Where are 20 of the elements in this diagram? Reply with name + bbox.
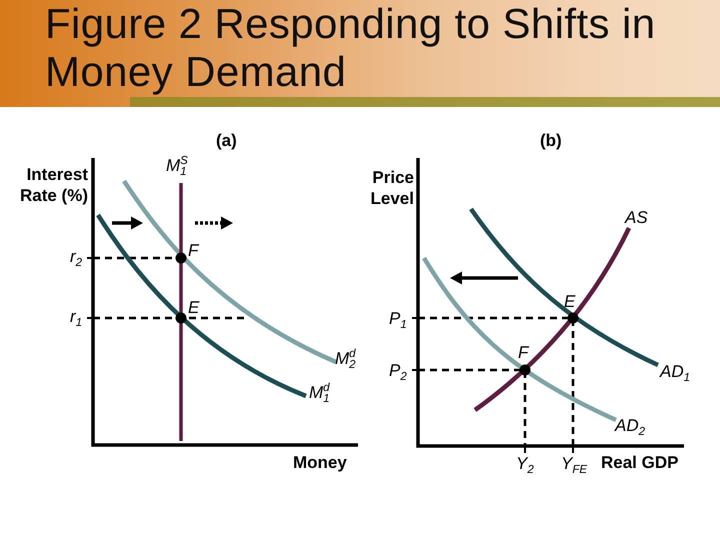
curve-label: AD$_{2}$ (615, 417, 646, 436)
point-label: E (188, 299, 200, 318)
axis-title: Real GDP (601, 454, 678, 473)
curve-label: AD$_{1}$ (660, 363, 690, 382)
figure-title: Figure 2 Responding to Shifts in Money Demand (45, 0, 656, 96)
axis-tick-label: r$_{2}$ (70, 248, 82, 267)
point-label: E (564, 293, 576, 312)
point-label: F (188, 242, 198, 261)
axis-tick-label: P$_{1}$ (389, 310, 407, 329)
curve-label: AS (625, 209, 648, 228)
axis-title: Price Level (370, 167, 414, 209)
point-label: F (518, 344, 528, 363)
panel-label: (a) (216, 132, 237, 151)
panel-label: (b) (540, 132, 562, 151)
axis-tick-label: r$_{1}$ (70, 308, 82, 327)
axis-tick-label: Y$_{2}$ (516, 455, 534, 474)
axis-title: Interest Rate (%) (18, 164, 88, 206)
axis-tick-label: P$_{2}$ (389, 362, 407, 381)
axis-title: Money (293, 454, 347, 473)
axis-tick-label: Y$_{FE}$ (561, 455, 588, 474)
